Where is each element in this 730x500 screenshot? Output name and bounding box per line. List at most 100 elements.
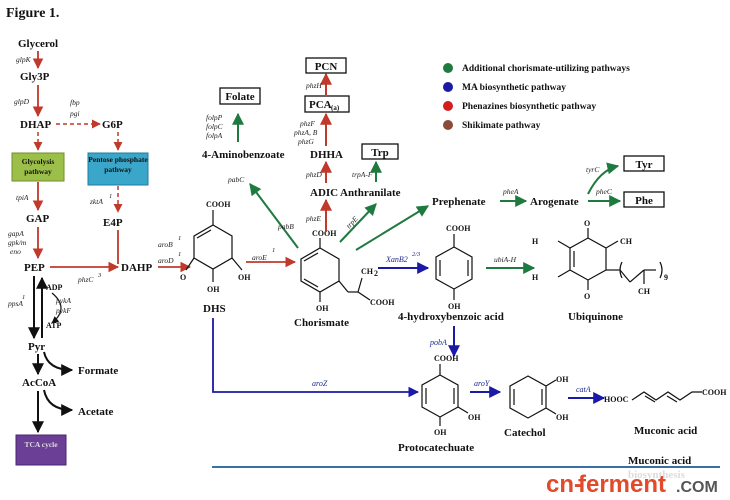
watermark: cn- ferment .COM <box>542 468 728 498</box>
node-gap: GAP <box>26 213 50 225</box>
ubiquinone-n9: 9 <box>664 273 668 282</box>
catechol-structure <box>509 375 557 419</box>
enzyme-folpA: folpA <box>206 131 223 140</box>
enzyme-aroZ: aroZ <box>312 379 328 388</box>
catechol-oh2: OH <box>556 413 569 422</box>
enzyme-ppsA: ppsA <box>7 299 23 308</box>
enzyme-pheA: pheA <box>502 187 519 196</box>
folate-box <box>219 87 261 105</box>
enzyme-pabC: pabC <box>227 175 245 184</box>
tca-box <box>15 434 67 466</box>
enzyme-pykA: pykA <box>55 296 71 305</box>
node-catechol: Catechol <box>504 427 546 439</box>
node-arogenate: Arogenate <box>530 196 579 208</box>
enzyme-aroB-sup: 1 <box>178 235 181 242</box>
node-protocatechuate: Protocatechuate <box>398 442 474 454</box>
enzyme-trpE: trpE <box>344 214 360 230</box>
arrow-chorismate-prephenate <box>355 205 430 251</box>
legend-label-phenazines: Phenazines biosynthetic pathway <box>462 102 596 112</box>
node-pcn: PCN <box>315 61 338 73</box>
enzyme-zktA: zktA <box>89 197 103 206</box>
ubiquinone-structure <box>557 228 663 290</box>
enzyme-fbp: fbp <box>70 98 80 107</box>
enzyme-zktA-sup: 1 <box>109 193 112 200</box>
label-adp: ADP <box>46 283 63 292</box>
arrow-chorismate-anthranilate <box>339 203 377 243</box>
enzyme-aroE-sup: 1 <box>272 247 275 254</box>
pentose-label: Pentose phosphate pathway <box>88 155 148 174</box>
hba-cooh: COOH <box>446 224 471 233</box>
node-anthranilate: Anthranilate <box>340 187 401 199</box>
dhs-oh2: OH <box>238 273 251 282</box>
enzyme-pykF: pykF <box>55 306 71 315</box>
enzyme-aroY: aroY <box>474 379 491 388</box>
legend-label-ma: MA biosynthetic pathway <box>462 83 566 93</box>
node-dhs: DHS <box>203 303 226 315</box>
enzyme-eno: eno <box>10 247 21 256</box>
arrow-pyr-formate <box>43 351 74 376</box>
legend-dot-green <box>443 63 453 73</box>
dhs-structure <box>185 210 243 282</box>
chorismate-oh: OH <box>316 304 329 313</box>
dhs-oh1: OH <box>207 285 220 294</box>
node-aminobenzoate: 4-Aminobenzoate <box>202 149 285 161</box>
enzyme-pabB: pabB <box>277 222 294 231</box>
node-folate: Folate <box>225 91 254 103</box>
enzyme-pobA: pobA <box>429 338 447 347</box>
ubiquinone-o2: O <box>584 292 590 301</box>
legend-label-additional: Additional chorismate-utilizing pathways <box>462 64 630 74</box>
enzyme-tyrC: tyrC <box>586 165 600 174</box>
enzyme-xanB2: XanB2 <box>385 255 408 264</box>
enzyme-trpAF: trpA-F <box>352 170 373 179</box>
node-adic: ADIC <box>310 187 338 199</box>
muconic-structure <box>631 391 702 403</box>
legend: Additional chorismate-utilizing pathways… <box>443 63 630 131</box>
protocatechuate-oh2: OH <box>468 413 481 422</box>
enzyme-ppsA-sup: 1 <box>22 294 25 301</box>
node-accoa: AcCoA <box>22 377 56 389</box>
enzyme-phzH: phzH <box>305 81 322 90</box>
legend-dot-red <box>443 101 453 111</box>
node-dhha: DHHA <box>310 149 343 161</box>
enzyme-pgi: pgi <box>69 109 80 118</box>
pcn-box <box>305 57 347 74</box>
figure-title: Figure 1. <box>6 6 59 21</box>
node-muconic: Muconic acid <box>634 425 697 437</box>
label-atp: ATP <box>46 321 62 330</box>
node-g6p: G6P <box>102 119 123 131</box>
enzyme-catA: catA <box>576 385 591 394</box>
node-gly3p: Gly3P <box>20 71 50 83</box>
arrow-accoa-acetate <box>43 389 74 416</box>
node-formate: Formate <box>78 365 118 377</box>
enzyme-pheC: pheC <box>595 187 613 196</box>
muconic-hooc: HOOC <box>604 395 629 404</box>
ubiquinone-ch3-2: CH <box>638 287 651 296</box>
enzyme-phzC: phzC <box>77 275 94 284</box>
ubiquinone-h3co2: H <box>532 273 539 282</box>
node-acetate: Acetate <box>78 406 114 418</box>
enzyme-phzC-sup: 3 <box>97 272 102 279</box>
tca-label: TCA cycle <box>24 440 58 449</box>
pentose-box <box>87 152 149 186</box>
node-pyr: Pyr <box>28 341 45 353</box>
enzyme-xanB2-sup: 2/3 <box>412 251 421 258</box>
node-dhap: DHAP <box>20 119 51 131</box>
enzyme-gapA: gapA <box>8 229 24 238</box>
watermark-prefix: cn- <box>546 471 582 498</box>
arrow-adp-atp <box>51 292 62 324</box>
dhs-o: O <box>180 273 186 282</box>
enzyme-glpD: glpD <box>14 97 30 106</box>
hba-structure <box>435 234 473 300</box>
enzyme-folpP: folpP <box>206 113 223 122</box>
muconic-cooh: COOH <box>702 388 727 397</box>
node-pca-sub: (a) <box>331 104 340 112</box>
arrow-arogenate-tyr <box>587 162 620 195</box>
node-pep: PEP <box>24 262 45 274</box>
node-trp: Trp <box>371 147 389 159</box>
enzyme-phzE: phzE <box>305 214 321 223</box>
ubiquinone-ch3-1: CH <box>620 237 633 246</box>
enzyme-aroD-sup: 1 <box>178 251 181 258</box>
glycolysis-label: Glycolysis pathway <box>21 157 55 176</box>
enzyme-phzG: phzG <box>297 137 314 146</box>
